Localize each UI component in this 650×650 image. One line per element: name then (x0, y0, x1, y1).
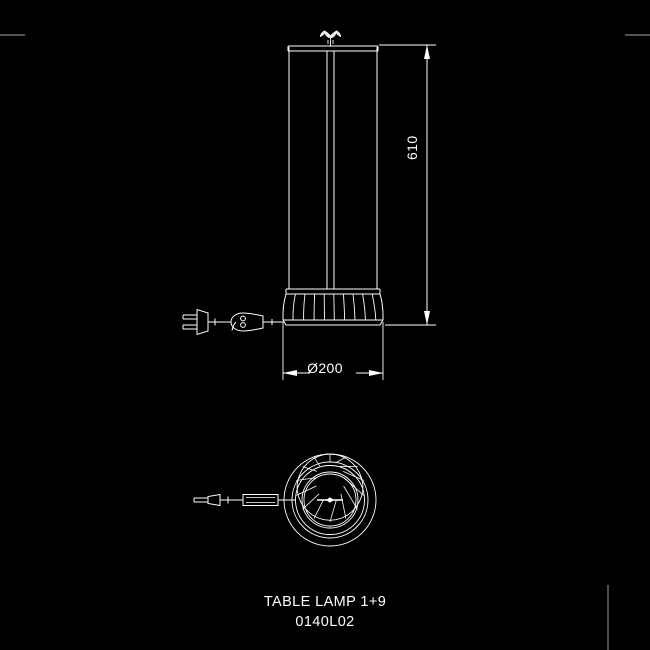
switch-indicator-bottom (240, 322, 246, 328)
dim-arrow-left (283, 370, 297, 376)
finial-prongs (327, 40, 334, 44)
base-flute-6 (342, 293, 346, 321)
base-foot-left (282, 319, 287, 326)
dim-arrow-top (424, 45, 430, 59)
base-flute-7 (352, 293, 356, 321)
plan-flute-12 (302, 466, 317, 472)
plug-body (196, 308, 209, 336)
power-cord-plan (193, 493, 296, 507)
base-right-profile (379, 293, 384, 321)
plan-flute-1 (335, 456, 347, 464)
dim-arrow-bottom (424, 311, 430, 325)
two-prong-plug-icon (182, 308, 209, 336)
finial-wings (323, 30, 338, 39)
plan-flute-7 (329, 499, 337, 522)
plan-socket-mark (317, 497, 343, 503)
base-left-profile (282, 293, 287, 321)
base-flute-1 (292, 293, 296, 321)
power-cord-elevation (182, 308, 284, 336)
sheet-border-ticks (0, 34, 650, 650)
lamp-shade-cylinder (287, 45, 379, 289)
plan-plug-body (207, 493, 221, 507)
dimension-diameter-200 (282, 322, 384, 380)
base-flutes (292, 293, 377, 321)
switch-indicator-top (240, 315, 246, 322)
base-flute-3 (313, 293, 316, 321)
base-flute-5 (333, 293, 335, 321)
top-plan-view (193, 453, 377, 547)
plan-switch-body (242, 494, 279, 506)
plan-rim-polygon (296, 453, 364, 521)
plan-flute-5 (343, 485, 358, 510)
socket-centre-diamond (326, 497, 334, 503)
finial-icon (320, 30, 341, 46)
finial-left-leaf (320, 30, 326, 38)
plan-ring-inner (301, 471, 359, 529)
plan-flute-9 (302, 493, 320, 510)
plan-flute-3 (343, 471, 364, 481)
plan-flute-8 (313, 499, 324, 519)
dim-arrow-right (369, 370, 383, 376)
base-flute-8 (362, 293, 366, 321)
inline-switch-icon (230, 312, 264, 332)
base-foot-right (379, 319, 384, 326)
plan-flute-13 (313, 456, 321, 467)
plan-flute-4 (344, 477, 364, 496)
plan-flute-6 (340, 493, 347, 519)
plan-flute-11 (296, 477, 316, 481)
finial-right-leaf (335, 30, 341, 38)
base-flute-9 (371, 293, 377, 321)
plan-scalloped-rim (296, 453, 364, 521)
switch-detail-line (231, 321, 237, 331)
front-elevation-view (282, 30, 384, 326)
dimension-height-610 (379, 44, 436, 326)
title-block-product-name: TABLE LAMP 1+9 (263, 594, 387, 610)
dimension-label-height: 610 (404, 135, 420, 160)
base-flute-2 (303, 293, 306, 321)
dimension-label-diameter: Ø200 (307, 360, 343, 376)
lamp-base-fluted (282, 288, 384, 326)
plan-ring-inner2 (303, 473, 357, 527)
plan-flute-10 (296, 485, 317, 496)
title-block-product-code: 0140L02 (295, 614, 355, 630)
plan-radial-flutes (296, 454, 364, 522)
